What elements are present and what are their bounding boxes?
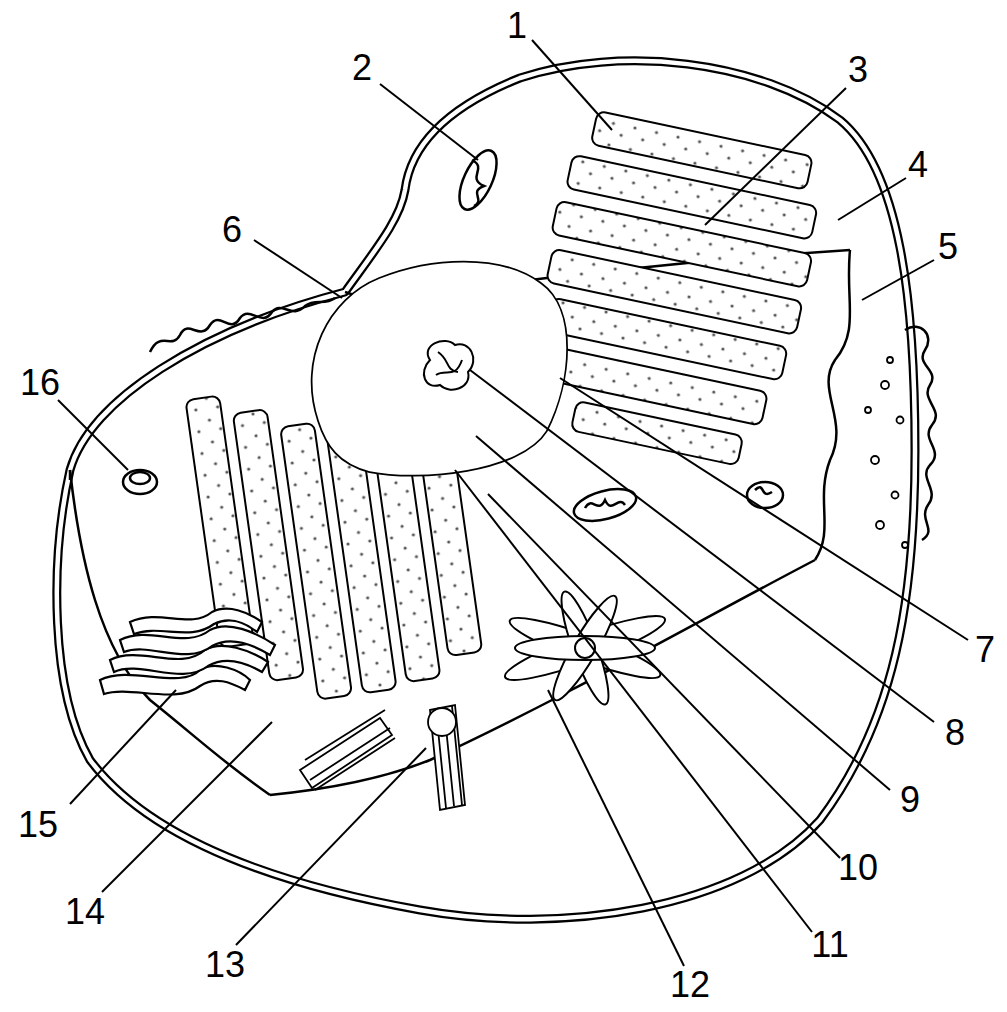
callout-number: 1: [507, 8, 527, 44]
callout-number: 16: [20, 365, 60, 401]
callout-number: 12: [670, 967, 710, 1003]
callout-number: 9: [900, 782, 920, 818]
callout-number: 14: [65, 894, 105, 930]
callout-number: 3: [848, 52, 868, 88]
callout-number: 2: [352, 50, 372, 86]
callout-number: 10: [838, 850, 878, 886]
callout-number: 15: [18, 807, 58, 843]
callout-number: 6: [222, 212, 242, 248]
callout-number: 13: [205, 947, 245, 983]
callout-number: 11: [811, 927, 848, 963]
callout-number: 5: [938, 229, 958, 265]
callout-number: 4: [908, 147, 928, 183]
callout-number: 7: [975, 632, 995, 668]
callout-number: 8: [945, 715, 965, 751]
